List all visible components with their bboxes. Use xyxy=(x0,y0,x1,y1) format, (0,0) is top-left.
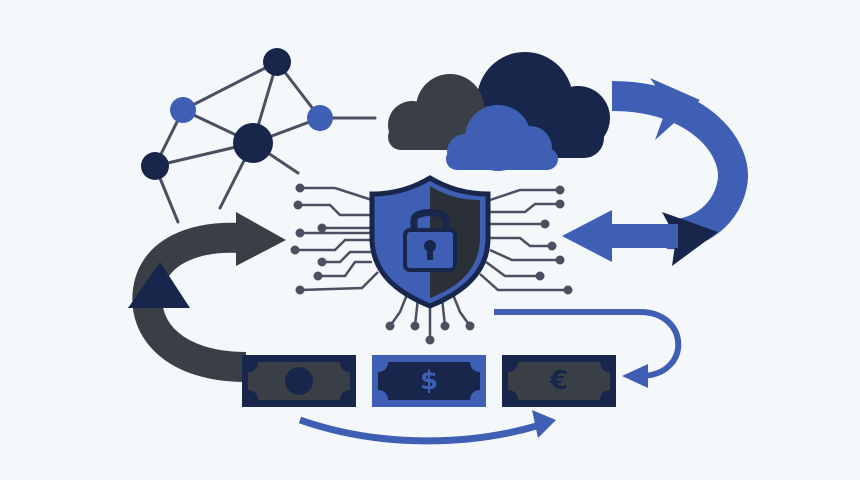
shield-lock-icon xyxy=(369,175,491,309)
network-node xyxy=(141,152,169,180)
cloud-icon xyxy=(388,52,610,171)
network-node xyxy=(233,123,273,163)
arrow-icon xyxy=(494,309,682,388)
banknote-icon: € xyxy=(502,355,616,407)
lock-icon xyxy=(403,209,457,272)
banknote-icon: $ xyxy=(372,355,486,407)
arrow-icon xyxy=(128,212,286,382)
network-graph-icon xyxy=(141,48,377,224)
network-node xyxy=(307,105,333,131)
network-node xyxy=(170,97,196,123)
network-node xyxy=(263,48,291,76)
circuit-icon xyxy=(295,186,568,340)
dollar-sign-icon: $ xyxy=(420,366,438,396)
banknote-icon xyxy=(242,355,356,407)
circuit-icon xyxy=(290,183,573,345)
arrow-icon xyxy=(562,210,678,262)
arrow-icon xyxy=(298,410,556,445)
euro-sign-icon: € xyxy=(549,366,568,396)
